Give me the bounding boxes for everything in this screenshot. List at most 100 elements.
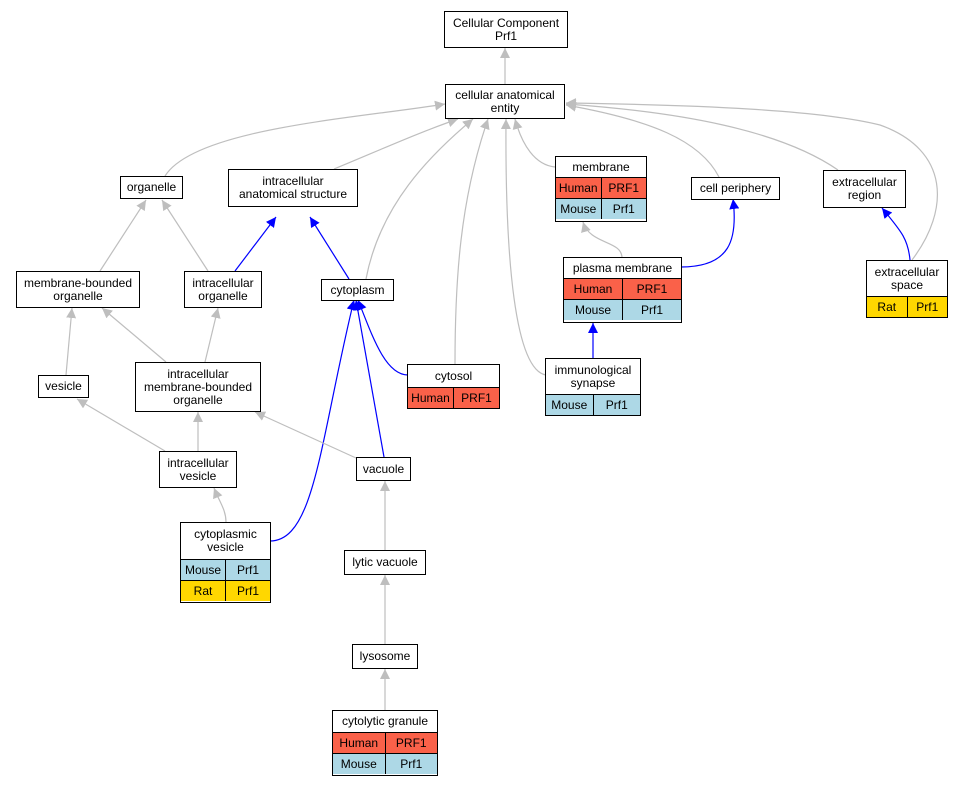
gene-cell: PRF1: [384, 733, 437, 753]
edge-intves-vesicle: [76, 398, 166, 452]
node-cytoplasmic-vesicle[interactable]: cytoplasmic vesicle Mouse Prf1 Rat Prf1: [180, 522, 271, 603]
species-cell: Mouse: [181, 560, 225, 580]
node-label: intracellular membrane-bounded organelle: [143, 366, 253, 407]
node-lysosome[interactable]: lysosome: [352, 644, 418, 669]
species-cell: Mouse: [546, 395, 593, 415]
node-label: intracellular vesicle: [167, 455, 229, 483]
species-row: Rat Prf1: [867, 296, 947, 317]
node-label: immunological synapse: [554, 362, 632, 390]
node-label: Cellular Component Prf1: [452, 15, 560, 43]
edge-imbo-intorg: [204, 307, 221, 363]
node-immunological-synapse[interactable]: immunological synapse Mouse Prf1: [545, 358, 641, 416]
gene-cell: Prf1: [906, 297, 947, 317]
node-label: cell periphery: [699, 181, 772, 195]
gene-cell: Prf1: [225, 560, 270, 580]
node-extracellular-space[interactable]: extracellular space Rat Prf1: [866, 260, 948, 318]
edge-vesicle-mbo: [65, 307, 77, 376]
gene-cell: Prf1: [600, 199, 646, 219]
edge-organelle-cae: [164, 100, 446, 177]
edge-imbo-mbo: [101, 307, 167, 363]
node-vacuole[interactable]: vacuole: [356, 457, 411, 481]
edge-extspace-extreg: [881, 207, 911, 261]
edge-intorg-ias: [234, 216, 277, 272]
edge-intorg-organelle: [161, 199, 209, 272]
edge-cytoves-cytoplasm: [269, 299, 357, 542]
gene-cell: PRF1: [453, 388, 499, 408]
node-label: cytoplasm: [330, 282, 385, 297]
node-intracellular-organelle[interactable]: intracellular organelle: [184, 271, 262, 308]
node-membrane-bounded-organelle[interactable]: membrane-bounded organelle: [16, 271, 140, 308]
node-cellular-component[interactable]: Cellular Component Prf1: [444, 11, 568, 48]
species-cell: Mouse: [564, 300, 622, 320]
node-lytic-vacuole[interactable]: lytic vacuole: [344, 550, 426, 575]
edge-cellper-cae: [565, 101, 720, 178]
node-label: organelle: [126, 180, 177, 194]
species-cell: Human: [408, 388, 453, 408]
edge-extreg-cae: [565, 99, 839, 171]
species-row: Rat Prf1: [181, 580, 270, 601]
species-row: Human PRF1: [333, 732, 437, 753]
species-row: Human PRF1: [408, 387, 499, 408]
species-row: Human PRF1: [564, 278, 681, 299]
node-label: plasma membrane: [572, 260, 673, 275]
node-label: cytoplasmic vesicle: [194, 527, 257, 554]
edge-cytosol-cae: [454, 118, 490, 365]
edge-membrane-cae: [512, 118, 556, 168]
node-label: extracellular region: [832, 175, 897, 202]
edge-plasmamem-cellper: [680, 198, 740, 268]
node-label: cellular anatomical entity: [455, 87, 555, 115]
node-cell-periphery[interactable]: cell periphery: [691, 177, 780, 200]
node-cytoplasm[interactable]: cytoplasm: [321, 279, 394, 301]
edge-immsyn-cae: [500, 118, 547, 376]
node-plasma-membrane[interactable]: plasma membrane Human PRF1 Mouse Prf1: [563, 257, 682, 323]
node-cytolytic-granule[interactable]: cytolytic granule Human PRF1 Mouse Prf1: [332, 710, 438, 776]
gene-cell: Prf1: [225, 581, 270, 601]
node-intracellular-vesicle[interactable]: intracellular vesicle: [159, 451, 237, 488]
edge-vacuole-cytoplasm: [352, 299, 385, 458]
edge-cytoplasm-ias: [309, 216, 350, 280]
node-label: cytosol: [434, 368, 473, 383]
species-cell: Mouse: [333, 754, 385, 774]
node-label: lysosome: [359, 649, 411, 663]
species-row: Mouse Prf1: [556, 198, 646, 219]
species-row: Human PRF1: [556, 177, 646, 198]
edge-vacuole-imbo: [254, 411, 357, 459]
node-organelle[interactable]: organelle: [120, 176, 183, 199]
gene-cell: PRF1: [622, 279, 681, 299]
species-cell: Human: [564, 279, 622, 299]
edge-mbo-organelle: [99, 199, 147, 272]
species-cell: Human: [556, 178, 601, 198]
node-extracellular-region[interactable]: extracellular region: [823, 170, 906, 208]
species-row: Mouse Prf1: [564, 299, 681, 320]
gene-cell: Prf1: [592, 395, 640, 415]
node-label: vesicle: [45, 379, 82, 393]
node-cytosol[interactable]: cytosol Human PRF1: [407, 364, 500, 409]
node-label: vacuole: [362, 461, 405, 476]
edge-plasmamem-membrane: [581, 221, 623, 259]
edge-extspace-cae: [565, 98, 938, 261]
species-row: Mouse Prf1: [546, 394, 640, 415]
node-cellular-anatomical-entity[interactable]: cellular anatomical entity: [445, 84, 565, 119]
node-intracellular-anatomical-structure[interactable]: intracellular anatomical structure: [228, 169, 358, 207]
edge-cytosol-cytoplasm: [357, 299, 409, 376]
node-label: membrane-bounded organelle: [23, 275, 133, 303]
node-intracellular-membrane-bounded-organelle[interactable]: intracellular membrane-bounded organelle: [135, 362, 261, 412]
node-label: membrane: [572, 159, 630, 174]
gene-cell: Prf1: [622, 300, 681, 320]
node-vesicle[interactable]: vesicle: [38, 375, 89, 398]
edge-ias-cae: [333, 117, 459, 170]
edge-cytoves-intves: [213, 487, 227, 523]
species-cell: Rat: [181, 581, 225, 601]
species-cell: Mouse: [556, 199, 601, 219]
node-label: cytolytic granule: [341, 714, 429, 728]
species-row: Mouse Prf1: [181, 559, 270, 580]
node-label: lytic vacuole: [352, 555, 418, 569]
gene-cell: Prf1: [384, 754, 437, 774]
node-membrane[interactable]: membrane Human PRF1 Mouse Prf1: [555, 156, 647, 222]
species-cell: Human: [333, 733, 385, 753]
edge-cytoplasm-cae: [365, 118, 474, 280]
species-row: Mouse Prf1: [333, 753, 437, 774]
node-label: intracellular organelle: [192, 275, 254, 303]
